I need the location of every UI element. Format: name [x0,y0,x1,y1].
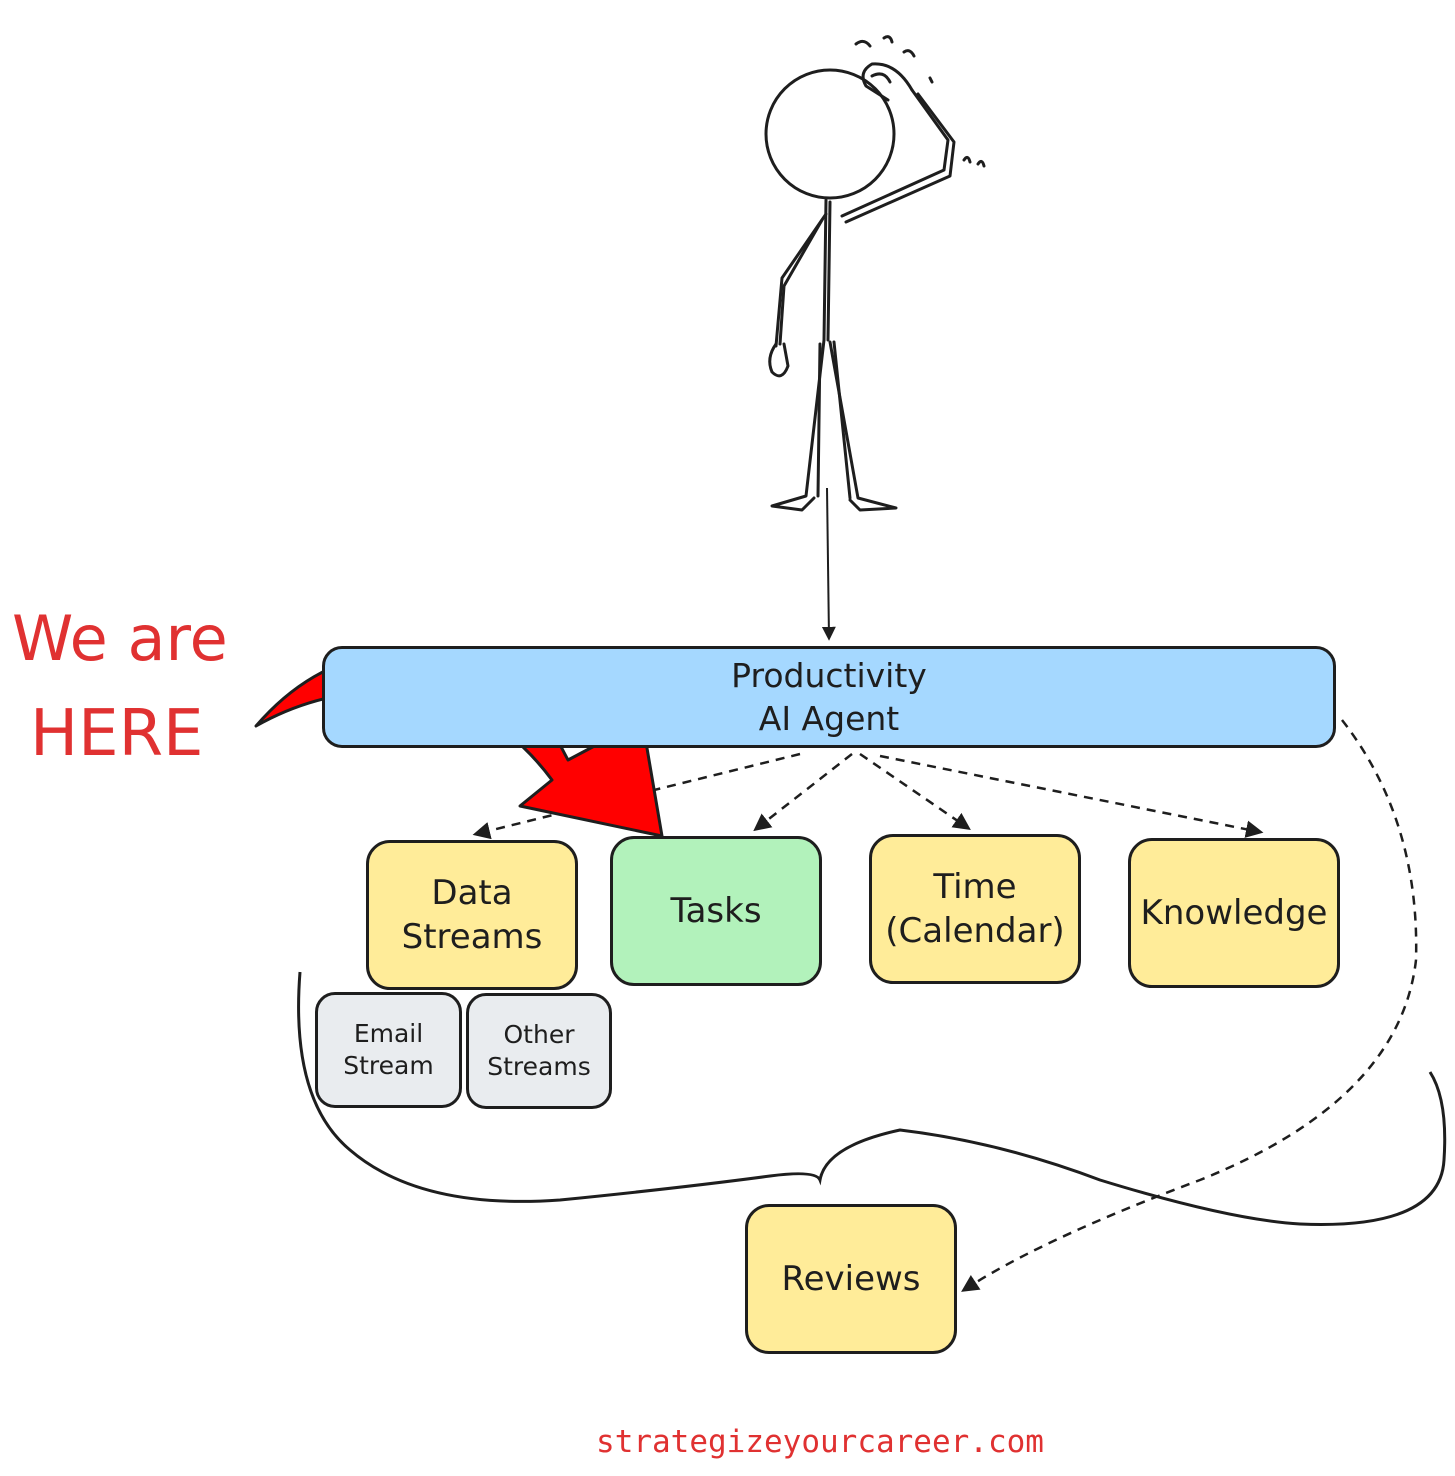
tasks-node: Tasks [610,836,822,986]
confused-stick-figure-icon [764,35,986,512]
arrow-to-reviews [961,719,1418,1292]
other-streams-label: Other Streams [487,1019,591,1082]
reviews-label: Reviews [781,1258,921,1299]
knowledge-label: Knowledge [1140,892,1328,933]
email-stream-node: Email Stream [315,992,462,1108]
agent-label: Productivity AI Agent [731,656,927,738]
data-streams-label: Data Streams [401,872,543,957]
person-to-agent-arrow [821,487,836,641]
annotation-line-2: HERE [30,697,204,771]
grouping-brace [297,971,1447,1226]
time-label: Time (Calendar) [885,866,1065,951]
arrow-to-time [859,752,971,830]
data-streams-node: Data Streams [366,840,578,990]
arrow-to-tasks [753,753,853,832]
tasks-label: Tasks [670,890,762,931]
other-streams-node: Other Streams [466,993,612,1109]
reviews-node: Reviews [745,1204,957,1354]
annotation-line-1: We are [12,602,228,675]
email-stream-label: Email Stream [343,1018,434,1081]
footer-site-link[interactable]: strategizeyourcareer.com [596,1424,1044,1460]
knowledge-node: Knowledge [1128,838,1340,988]
arrow-to-knowledge [879,754,1264,838]
time-node: Time (Calendar) [869,834,1081,984]
agent-node: Productivity AI Agent [322,646,1336,748]
